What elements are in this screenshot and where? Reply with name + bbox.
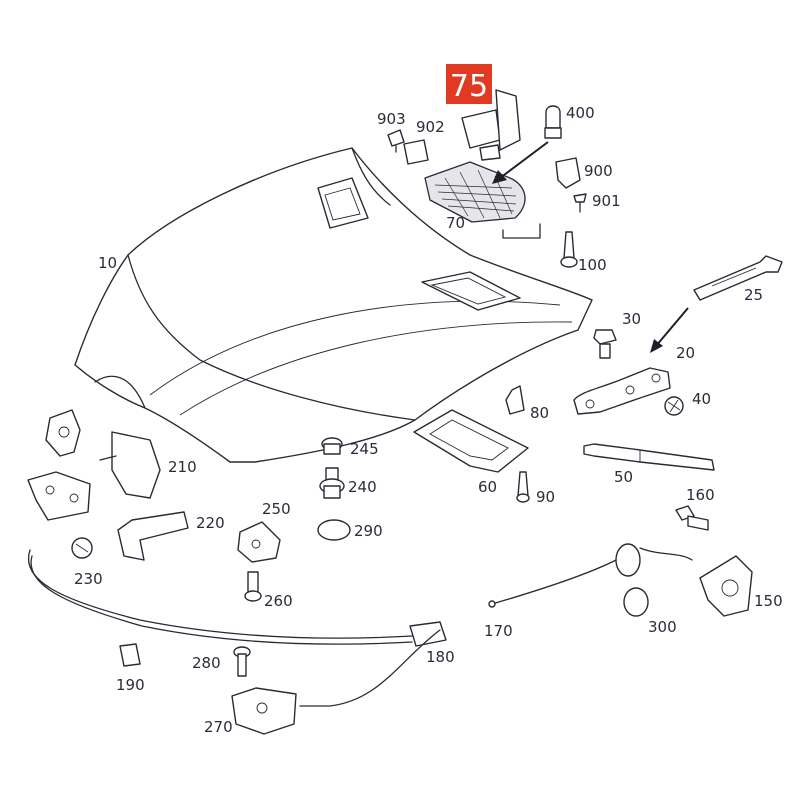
bracket-220 (117, 511, 189, 561)
bumper-240 (319, 467, 345, 499)
strut-25 (693, 255, 783, 301)
label-10: 10 (98, 254, 117, 272)
cable-170 (488, 557, 621, 608)
bumper-245 (321, 437, 343, 455)
label-260: 260 (264, 592, 293, 610)
latch-270 (231, 687, 297, 735)
screw-100 (560, 231, 578, 268)
clip-901 (573, 193, 587, 213)
label-900: 900 (584, 162, 613, 180)
label-290: 290 (354, 522, 383, 540)
label-90: 90 (536, 488, 555, 506)
latch-210 (99, 431, 161, 499)
label-270: 270 (204, 718, 233, 736)
bulb-400 (544, 105, 562, 139)
clip-190 (119, 643, 141, 667)
clip-80 (505, 385, 525, 415)
grommet-170 (615, 543, 641, 577)
part-75-label: 75 (450, 69, 488, 104)
label-245: 245 (350, 440, 379, 458)
hood-step-assembly (424, 89, 541, 239)
screw-260 (244, 571, 262, 602)
callout-labels: 903 902 400 900 901 70 100 10 25 30 20 4… (74, 104, 783, 736)
label-60: 60 (478, 478, 497, 496)
bolt-280 (233, 646, 251, 677)
leader-arrow-to-step (492, 141, 549, 184)
label-220: 220 (196, 514, 225, 532)
label-190: 190 (116, 676, 145, 694)
handle-150 (639, 547, 753, 617)
bracket-60 (413, 409, 529, 473)
leader-arrow-to-hinge (650, 307, 689, 353)
hinge-20 (573, 367, 671, 415)
label-160: 160 (686, 486, 715, 504)
label-901: 901 (592, 192, 621, 210)
screw-90 (516, 471, 530, 503)
grommet-300 (623, 587, 649, 617)
cable-180 (27, 549, 447, 707)
bracket-left-upper (45, 409, 81, 457)
label-100: 100 (578, 256, 607, 274)
part-75-badge: 75 (446, 64, 492, 104)
label-300: 300 (648, 618, 677, 636)
clip-230 (71, 537, 93, 559)
label-280: 280 (192, 654, 221, 672)
ring-290 (317, 519, 351, 541)
label-180: 180 (426, 648, 455, 666)
label-40: 40 (692, 390, 711, 408)
label-30: 30 (622, 310, 641, 328)
label-902: 902 (416, 118, 445, 136)
label-240: 240 (348, 478, 377, 496)
label-20: 20 (676, 344, 695, 362)
label-210: 210 (168, 458, 197, 476)
label-250: 250 (262, 500, 291, 518)
hood-panel (74, 147, 593, 463)
label-50: 50 (614, 468, 633, 486)
label-150: 150 (754, 592, 783, 610)
bolt-160 (675, 505, 709, 531)
label-70: 70 (446, 214, 465, 232)
screw-40 (664, 396, 684, 416)
label-400: 400 (566, 104, 595, 122)
socket-900 (555, 157, 581, 189)
clip-903 (387, 129, 405, 153)
label-170: 170 (484, 622, 513, 640)
bolt-30 (593, 329, 617, 359)
label-80: 80 (530, 404, 549, 422)
label-230: 230 (74, 570, 103, 588)
clip-902 (403, 139, 429, 165)
label-25: 25 (744, 286, 763, 304)
bracket-left-lower (27, 471, 91, 521)
label-903: 903 (377, 110, 406, 128)
hinge-250 (237, 521, 281, 563)
gas-strut-50 (583, 443, 715, 471)
